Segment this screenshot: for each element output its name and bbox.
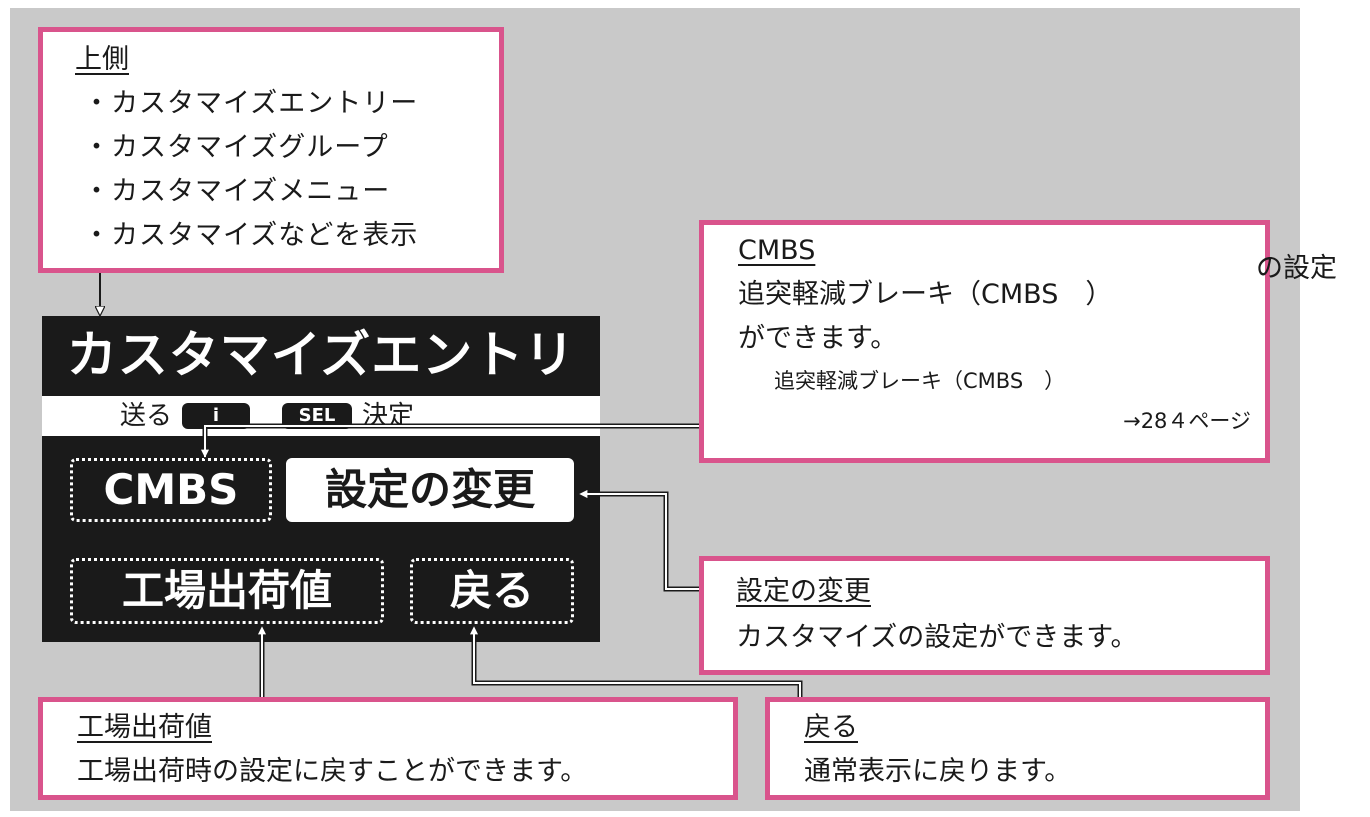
cmbs-option[interactable]: CMBS xyxy=(70,458,272,522)
nav-confirm-label: 決定 xyxy=(362,401,415,431)
back-heading: 戻る xyxy=(804,712,858,743)
change-setting-callout: 設定の変更 カスタマイズの設定ができます。 xyxy=(699,556,1270,675)
screen-title: カスタマイズエントリー xyxy=(66,326,576,462)
change-setting-heading: 設定の変更 xyxy=(736,576,871,607)
cmbs-description-continued: ができます。 xyxy=(738,323,898,354)
top-area-item: ・カスタマイズグループ xyxy=(83,132,389,163)
cmbs-callout: CMBS 追突軽減ブレーキ（CMBS ） ができます。 追突軽減ブレーキ（CMB… xyxy=(699,220,1270,463)
top-area-item: ・カスタマイズメニュー xyxy=(83,176,391,207)
factory-default-callout: 工場出荷値 工場出荷時の設定に戻すことができます。 xyxy=(38,697,738,800)
screen-nav-bar: 送る i SEL 決定 xyxy=(42,396,600,436)
factory-default-heading: 工場出荷値 xyxy=(77,712,212,743)
top-area-item: ・カスタマイズなどを表示 xyxy=(83,220,419,251)
cmbs-reference: 追突軽減ブレーキ（CMBS ） xyxy=(774,369,1066,393)
back-callout: 戻る 通常表示に戻ります。 xyxy=(765,697,1270,800)
top-area-item: ・カスタマイズエントリー xyxy=(83,88,419,119)
cmbs-description-tail: の設定 xyxy=(1256,253,1337,284)
back-description: 通常表示に戻ります。 xyxy=(804,756,1072,787)
factory-default-option[interactable]: 工場出荷値 xyxy=(70,558,384,624)
cmbs-description: 追突軽減ブレーキ（CMBS ） xyxy=(738,279,1113,310)
info-key-icon: i xyxy=(182,403,251,429)
back-option[interactable]: 戻る xyxy=(410,558,574,624)
display-screen: カスタマイズエントリー 送る i SEL 決定 CMBS 設定の変更 工場出荷値… xyxy=(42,316,600,642)
change-setting-option[interactable]: 設定の変更 xyxy=(286,458,574,522)
top-area-callout: 上側 ・カスタマイズエントリー ・カスタマイズグループ ・カスタマイズメニュー … xyxy=(38,27,504,273)
top-area-heading: 上側 xyxy=(75,44,129,75)
cmbs-heading: CMBS xyxy=(738,235,816,266)
change-setting-description: カスタマイズの設定ができます。 xyxy=(736,622,1138,653)
cmbs-page-reference: →28４ページ xyxy=(1123,409,1251,433)
factory-default-description: 工場出荷時の設定に戻すことができます。 xyxy=(77,756,588,787)
sel-key-icon: SEL xyxy=(282,403,353,429)
nav-send-label: 送る xyxy=(120,401,173,431)
